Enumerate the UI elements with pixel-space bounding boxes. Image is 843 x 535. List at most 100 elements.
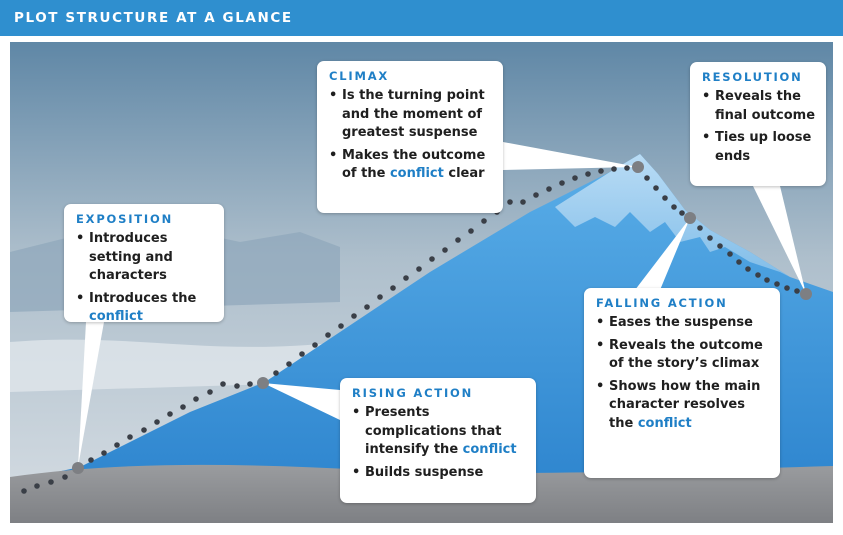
falling-action-bullet: Reveals the outcome of the story’s clima… — [596, 337, 770, 374]
path-dot — [34, 483, 40, 489]
path-dot — [193, 396, 199, 402]
path-dot — [429, 256, 435, 262]
bullet-text: Eases the suspense — [609, 315, 753, 330]
climax-point — [632, 161, 644, 173]
path-dot — [572, 175, 578, 181]
falling-action-bullets: Eases the suspense Reveals the outcome o… — [596, 314, 770, 433]
bullet-text: Introduces the — [89, 290, 197, 306]
rising-action-pointer — [263, 383, 340, 420]
path-dot — [207, 389, 213, 395]
path-dot — [533, 192, 539, 198]
path-dot — [273, 370, 279, 376]
resolution-bullet: Reveals the final outcome — [702, 88, 816, 125]
path-dot — [442, 247, 448, 253]
falling-action-heading: FALLING ACTION — [596, 296, 728, 310]
exposition-pointer — [78, 322, 104, 467]
path-dot — [377, 294, 383, 300]
path-dot — [745, 266, 751, 272]
path-dot — [127, 434, 133, 440]
path-dot — [62, 474, 68, 480]
path-dot — [598, 168, 604, 174]
title-bar: PLOT STRUCTURE AT A GLANCE — [0, 0, 843, 36]
path-dot — [794, 288, 800, 294]
bullet-text: Builds suspense — [365, 464, 484, 480]
bullet-text: Presents complications that intensify th… — [365, 405, 502, 457]
path-dot — [455, 237, 461, 243]
falling-action-bullet: Shows how the main character resolves th… — [596, 378, 770, 434]
path-dot — [585, 171, 591, 177]
bullet-text: Reveals the final outcome — [715, 89, 816, 123]
conflict-keyword: conflict — [462, 442, 517, 457]
exposition-bullets: Introduces setting and characters Introd… — [76, 230, 214, 327]
path-dot — [286, 361, 292, 367]
rising-action-heading: RISING ACTION — [352, 386, 474, 400]
falling-action-point — [684, 212, 696, 224]
path-dot — [154, 419, 160, 425]
path-dot — [364, 304, 370, 310]
bullet-text: Shows how the main character resolves th… — [609, 378, 761, 431]
path-dot — [21, 488, 27, 494]
path-dot — [707, 235, 713, 241]
resolution-bullets: Reveals the final outcome Ties up loose … — [702, 88, 816, 166]
path-dot — [220, 381, 226, 387]
exposition-point — [72, 462, 84, 474]
rising-action-bullet: Builds suspense — [352, 464, 526, 483]
path-dot — [679, 210, 685, 216]
path-dot — [325, 332, 331, 338]
path-dot — [644, 175, 650, 181]
climax-bullet: Makes the outcome of the conflict clear — [329, 147, 493, 184]
path-dot — [671, 204, 677, 210]
callout-pointers — [78, 142, 806, 467]
climax-bullet: Is the turning point and the moment of g… — [329, 87, 493, 143]
path-dot — [390, 285, 396, 291]
path-dot — [180, 404, 186, 410]
climax-pointer — [503, 142, 638, 170]
climax-heading: CLIMAX — [329, 69, 390, 83]
path-dot — [774, 281, 780, 287]
path-dot — [234, 383, 240, 389]
path-dot — [403, 275, 409, 281]
path-dot — [662, 195, 668, 201]
path-dot — [546, 186, 552, 192]
bullet-text: clear — [448, 166, 485, 181]
bullet-text: Is the turning point and the moment of g… — [342, 88, 485, 140]
path-dot — [727, 251, 733, 257]
conflict-keyword: conflict — [389, 166, 444, 181]
path-dot — [755, 272, 761, 278]
bullet-text: Ties up loose ends — [715, 130, 812, 164]
rising-action-callout: RISING ACTION Presents complications tha… — [340, 378, 536, 503]
path-dot — [507, 199, 513, 205]
path-dot — [736, 259, 742, 265]
diagram-title: PLOT STRUCTURE AT A GLANCE — [14, 10, 293, 26]
resolution-bullet: Ties up loose ends — [702, 129, 816, 166]
resolution-point — [800, 288, 812, 300]
path-dot — [784, 285, 790, 291]
conflict-keyword: conflict — [637, 415, 692, 431]
path-dot — [697, 225, 703, 231]
resolution-heading: RESOLUTION — [702, 70, 803, 84]
exposition-bullet: Introduces setting and characters — [76, 230, 214, 286]
exposition-heading: EXPOSITION — [76, 212, 174, 226]
resolution-pointer — [753, 186, 806, 294]
path-dot — [247, 381, 253, 387]
plot-path-dots — [21, 161, 812, 494]
path-dot — [611, 166, 617, 172]
path-dot — [717, 243, 723, 249]
bullet-text: Reveals the outcome of the story’s clima… — [609, 337, 763, 372]
path-dot — [481, 218, 487, 224]
path-dot — [416, 266, 422, 272]
path-dot — [299, 351, 305, 357]
falling-action-pointer — [635, 218, 690, 290]
path-dot — [559, 180, 565, 186]
path-dot — [468, 228, 474, 234]
rising-action-point — [257, 377, 269, 389]
path-dot — [88, 457, 94, 463]
path-dot — [520, 199, 526, 205]
path-dot — [114, 442, 120, 448]
bullet-text: Introduces setting and characters — [89, 231, 173, 283]
rising-action-bullet: Presents complications that intensify th… — [352, 404, 526, 460]
climax-bullets: Is the turning point and the moment of g… — [329, 87, 493, 184]
path-dot — [167, 411, 173, 417]
falling-action-callout: FALLING ACTION Eases the suspense Reveal… — [584, 288, 780, 478]
rising-action-bullets: Presents complications that intensify th… — [352, 404, 526, 482]
